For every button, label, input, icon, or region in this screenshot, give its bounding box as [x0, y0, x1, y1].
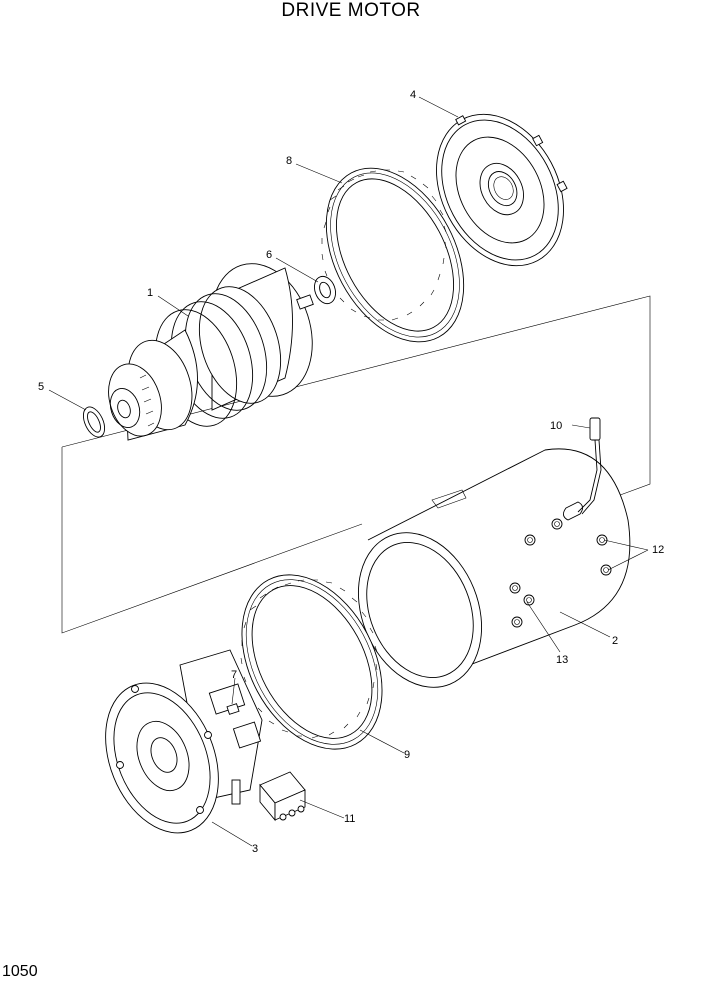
o-ring-part [82, 406, 106, 438]
page-number: 1050 [2, 963, 38, 980]
end-bracket-part [436, 113, 568, 267]
callout-9: 9 [404, 749, 410, 761]
callout-1: 1 [147, 287, 153, 299]
callout-4: 4 [410, 89, 416, 101]
leader-lines [48, 96, 649, 847]
callout-11: 11 [344, 813, 355, 825]
callout-2: 2 [612, 635, 618, 647]
callout-3: 3 [252, 843, 258, 855]
callout-labels: 1 2 3 4 5 6 7 8 9 10 11 12 13 [38, 89, 664, 855]
page-title: DRIVE MOTOR [281, 0, 421, 21]
brush-end-bracket-part [105, 649, 263, 834]
armature-part [108, 263, 314, 441]
motor-housing-part [357, 448, 631, 688]
callout-8: 8 [286, 155, 292, 167]
sensor-part [577, 417, 602, 515]
callout-10: 10 [550, 420, 562, 432]
callout-7: 7 [231, 669, 237, 681]
washer-part [314, 275, 336, 305]
fan-ring-lower-part [240, 574, 383, 750]
callout-6: 6 [266, 249, 272, 261]
callout-13: 13 [556, 654, 568, 666]
fan-ring-part [321, 167, 465, 343]
callout-12: 12 [652, 544, 664, 556]
assembly-outline [61, 295, 651, 634]
terminal-block-part [259, 771, 306, 822]
callout-5: 5 [38, 381, 44, 393]
